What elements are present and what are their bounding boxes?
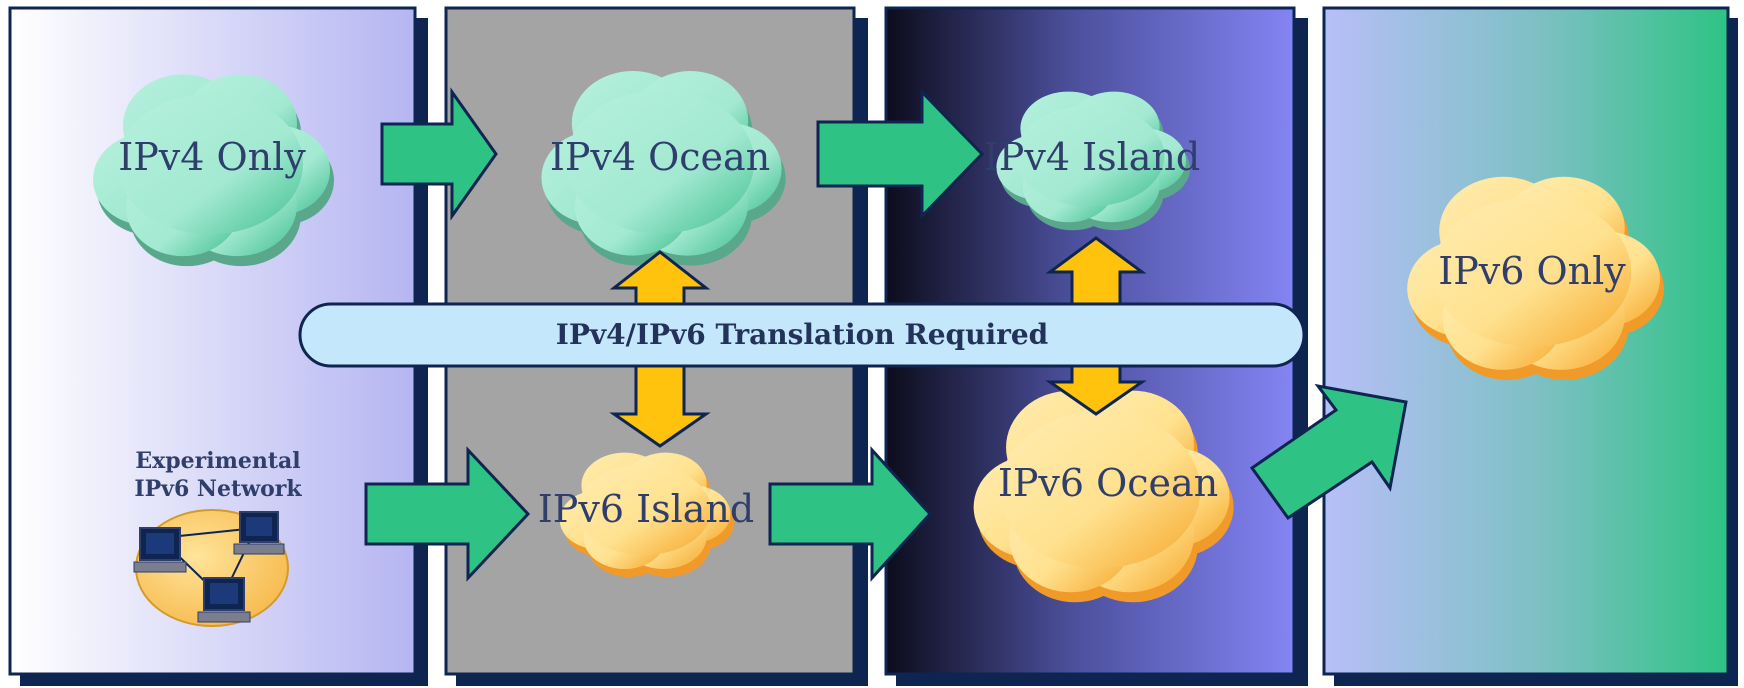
translation-band	[298, 302, 1306, 368]
arrow-ocean-to-ipv6only	[1249, 383, 1408, 521]
label-ipv4-island: IPv4 Island	[984, 135, 1200, 179]
arrow-island-to-ocean	[768, 446, 933, 582]
computer-icon	[233, 511, 285, 555]
arrow-experimental-to-island	[364, 446, 531, 582]
label-ipv6-ocean: IPv6 Ocean	[998, 461, 1218, 505]
experimental-label-line1: Experimental	[135, 448, 300, 474]
label-ipv6-island: IPv6 Island	[538, 487, 754, 531]
computer-icon	[133, 527, 187, 573]
experimental-label-line2: IPv6 Network	[134, 476, 302, 502]
label-ipv6-only: IPv6 Only	[1438, 249, 1626, 293]
arrow-ipv4only-to-ocean	[380, 87, 498, 221]
computer-icon	[197, 577, 251, 623]
label-ipv4-ocean: IPv4 Ocean	[550, 135, 770, 179]
experimental-network-icon	[133, 509, 289, 627]
label-ipv4-only: IPv4 Only	[118, 135, 306, 179]
translation-band-label: IPv4/IPv6 Translation Required	[556, 318, 1049, 351]
arrow-ocean-to-island	[816, 88, 985, 220]
